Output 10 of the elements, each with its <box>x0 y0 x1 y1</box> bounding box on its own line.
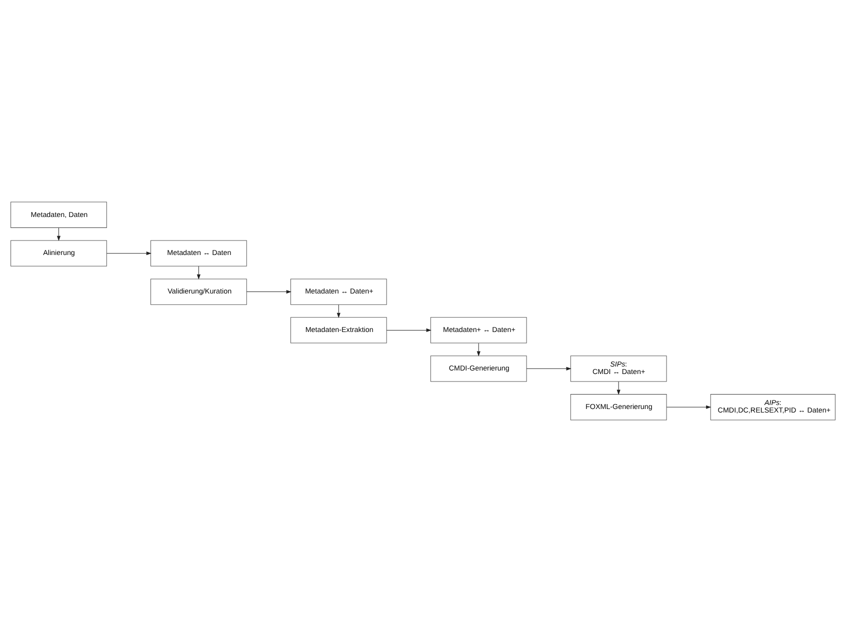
arrow <box>666 404 712 408</box>
arrow <box>476 342 480 356</box>
arrow <box>106 251 152 255</box>
arrow <box>246 289 292 294</box>
arrow <box>336 304 340 318</box>
arrow <box>56 227 61 241</box>
arrow <box>386 328 432 332</box>
arrow <box>196 266 200 279</box>
arrow <box>526 366 572 370</box>
arrow <box>616 380 620 394</box>
